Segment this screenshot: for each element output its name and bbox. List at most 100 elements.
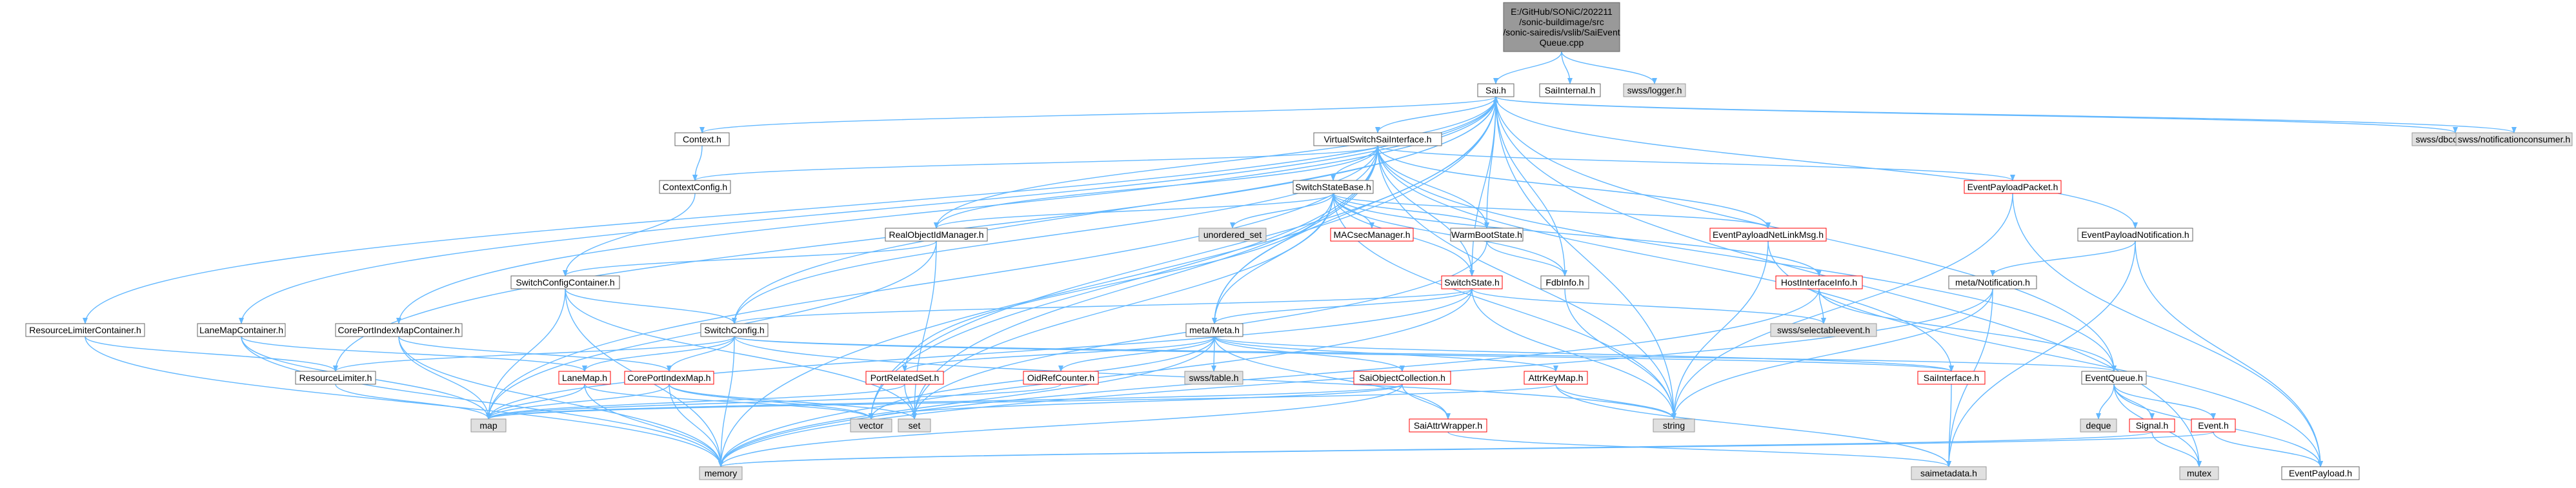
node-saiinterface-h[interactable]: SaiInterface.h bbox=[1917, 371, 1986, 385]
edge-switchconfigcontainer_h-to-set bbox=[565, 288, 917, 420]
node-label: WarmBootState.h bbox=[1451, 229, 1522, 240]
node-event-h[interactable]: Event.h bbox=[2191, 418, 2236, 433]
node-swss-table[interactable]: swss/table.h bbox=[1184, 371, 1243, 385]
node-saiobjectcollection-h[interactable]: SaiObjectCollection.h bbox=[1353, 371, 1451, 385]
node-box bbox=[2080, 418, 2117, 433]
edge-switchstatebase_h-to-set bbox=[912, 193, 1334, 420]
node-label: map bbox=[479, 420, 497, 431]
node-map[interactable]: map bbox=[470, 418, 507, 433]
edge-switchstatebase_h-to-hostinterfaceinfo_h bbox=[1333, 193, 1822, 277]
node-label: EventPayload.h bbox=[2289, 468, 2352, 478]
edge-sai_h-to-lanemapcontainer_h bbox=[239, 96, 1496, 324]
edge-switchconfig_h-to-saiinterface_h bbox=[734, 336, 1954, 372]
node-box bbox=[1313, 132, 1442, 146]
node-label: VirtualSwitchSaiInterface.h bbox=[1323, 134, 1431, 144]
edge-root-to-saiinternal_h bbox=[1561, 51, 1573, 84]
node-deque[interactable]: deque bbox=[2080, 418, 2117, 433]
node-portrelatedset-h[interactable]: PortRelatedSet.h bbox=[865, 371, 944, 385]
node-signal-h[interactable]: Signal.h bbox=[2129, 418, 2175, 433]
edge-vsi_h-to-eventqueue_h bbox=[1377, 145, 2117, 372]
node-box bbox=[25, 323, 145, 337]
node-fdbinfo-h[interactable]: FdbInfo.h bbox=[1540, 275, 1589, 289]
node-vsi-h[interactable]: VirtualSwitchSaiInterface.h bbox=[1313, 132, 1442, 146]
edge-vsi_h-to-warmbootstate_h bbox=[1377, 145, 1489, 229]
edge-event_h-to-memory bbox=[718, 431, 2214, 467]
node-saiattrwrapper-h[interactable]: SaiAttrWrapper.h bbox=[1409, 418, 1487, 433]
node-switchconfigcontainer-h[interactable]: SwitchConfigContainer.h bbox=[510, 275, 620, 289]
node-switchstate-h[interactable]: SwitchState.h bbox=[1441, 275, 1503, 289]
node-box bbox=[1964, 180, 2062, 194]
node-resourcelimiter-h[interactable]: ResourceLimiter.h bbox=[295, 371, 376, 385]
node-label: SaiObjectCollection.h bbox=[1359, 373, 1445, 383]
node-box bbox=[470, 418, 507, 433]
node-coreportindexmap-h[interactable]: CorePortIndexMap.h bbox=[624, 371, 714, 385]
node-label: /sonic-sairedis/vslib/SaiEvent bbox=[1503, 27, 1620, 37]
edge-resourcelimiter_h-to-map bbox=[335, 384, 491, 420]
node-metameta-h[interactable]: meta/Meta.h bbox=[1185, 323, 1243, 337]
node-eventpayload-h[interactable]: EventPayload.h bbox=[2281, 466, 2360, 480]
node-box bbox=[1540, 275, 1589, 289]
node-eventpayloadnotification-h[interactable]: EventPayloadNotification.h bbox=[2077, 228, 2193, 242]
node-label: MACsecManager.h bbox=[1333, 229, 1410, 240]
node-label: swss/notificationconsumer.h bbox=[2458, 134, 2570, 144]
node-coreportindexmapcontainer-h[interactable]: CorePortIndexMapContainer.h bbox=[335, 323, 463, 337]
node-attrkeymap-h[interactable]: AttrKeyMap.h bbox=[1524, 371, 1588, 385]
node-saiinternal-h[interactable]: SaiInternal.h bbox=[1539, 83, 1601, 97]
node-box bbox=[1911, 466, 1987, 480]
node-label: /sonic-buildimage/src bbox=[1519, 17, 1604, 27]
node-swss-selectableevent[interactable]: swss/selectableevent.h bbox=[1770, 323, 1877, 337]
node-label: EventPayloadPacket.h bbox=[1967, 182, 2058, 192]
edge-metameta_h-to-saiattrwrapper_h bbox=[1214, 336, 1451, 420]
node-swss-logger[interactable]: swss/logger.h bbox=[1623, 83, 1686, 97]
edge-hostinterfaceinfo_h-to-eventqueue_h bbox=[1818, 288, 2117, 372]
edge-resourcelimitercontainer_h-to-memory bbox=[85, 336, 723, 467]
node-box bbox=[1450, 228, 1524, 242]
node-root[interactable]: E:/GitHub/SONiC/202211/sonic-buildimage/… bbox=[1503, 2, 1620, 52]
node-contextconfig-h[interactable]: ContextConfig.h bbox=[659, 180, 731, 194]
node-box bbox=[2179, 466, 2219, 480]
node-mutex[interactable]: mutex bbox=[2179, 466, 2219, 480]
node-string[interactable]: string bbox=[1653, 418, 1695, 433]
node-label: EventPayloadNotification.h bbox=[2081, 229, 2189, 240]
node-lanemapcontainer-h[interactable]: LaneMapContainer.h bbox=[197, 323, 286, 337]
node-label: OidRefCounter.h bbox=[1027, 373, 1094, 383]
edge-eventpayloadnotification_h-to-metanotification_h bbox=[1990, 240, 2136, 277]
node-memory[interactable]: memory bbox=[699, 466, 743, 480]
node-warmbootstate-h[interactable]: WarmBootState.h bbox=[1450, 228, 1524, 242]
node-eventpayloadpacket-h[interactable]: EventPayloadPacket.h bbox=[1964, 180, 2062, 194]
node-set[interactable]: set bbox=[898, 418, 931, 433]
node-switchconfig-h[interactable]: SwitchConfig.h bbox=[700, 323, 769, 337]
node-metanotification-h[interactable]: meta/Notification.h bbox=[1948, 275, 2037, 289]
node-label: unordered_set bbox=[1203, 229, 1262, 240]
node-vector[interactable]: vector bbox=[850, 418, 892, 433]
edge-vsi_h-to-switchstate_h bbox=[1377, 145, 1474, 277]
edge-coreportindexmapcontainer_h-to-memory bbox=[398, 336, 723, 467]
node-resourcelimitercontainer-h[interactable]: ResourceLimiterContainer.h bbox=[25, 323, 145, 337]
node-switchstatebase-h[interactable]: SwitchStateBase.h bbox=[1293, 180, 1374, 194]
node-oidrefcounter-h[interactable]: OidRefCounter.h bbox=[1023, 371, 1099, 385]
node-eventpayloadnetlinkmsg-h[interactable]: EventPayloadNetLinkMsg.h bbox=[1709, 228, 1827, 242]
node-eventqueue-h[interactable]: EventQueue.h bbox=[2081, 371, 2147, 385]
edge-coreportindexmap_h-to-set bbox=[669, 384, 917, 420]
node-hostinterfaceinfo-h[interactable]: HostInterfaceInfo.h bbox=[1775, 275, 1863, 289]
node-macsecmanager-h[interactable]: MACsecManager.h bbox=[1330, 228, 1414, 242]
node-label: CorePortIndexMap.h bbox=[627, 373, 710, 383]
node-sai-h[interactable]: Sai.h bbox=[1477, 83, 1514, 97]
node-box bbox=[1709, 228, 1827, 242]
edge-saiobjectcollection_h-to-map bbox=[486, 384, 1403, 420]
node-label: vector bbox=[859, 420, 883, 431]
node-realobjectidmanager-h[interactable]: RealObjectIdManager.h bbox=[885, 228, 988, 242]
node-swss-notifconsumer[interactable]: swss/notificationconsumer.h bbox=[2455, 132, 2573, 146]
node-label: SwitchStateBase.h bbox=[1295, 182, 1371, 192]
node-label: swss/table.h bbox=[1189, 373, 1238, 383]
node-context-h[interactable]: Context.h bbox=[674, 132, 730, 146]
node-saimetadata-h[interactable]: saimetadata.h bbox=[1911, 466, 1987, 480]
node-label: saimetadata.h bbox=[1920, 468, 1977, 478]
edge-switchconfig_h-to-lanemap_h bbox=[582, 336, 735, 372]
node-label: SwitchState.h bbox=[1444, 277, 1500, 288]
node-lanemap-h[interactable]: LaneMap.h bbox=[558, 371, 611, 385]
node-box bbox=[1503, 2, 1620, 52]
node-unordered-set[interactable]: unordered_set bbox=[1198, 228, 1267, 242]
edge-fdbinfo_h-to-sai_h bbox=[1493, 96, 1565, 277]
